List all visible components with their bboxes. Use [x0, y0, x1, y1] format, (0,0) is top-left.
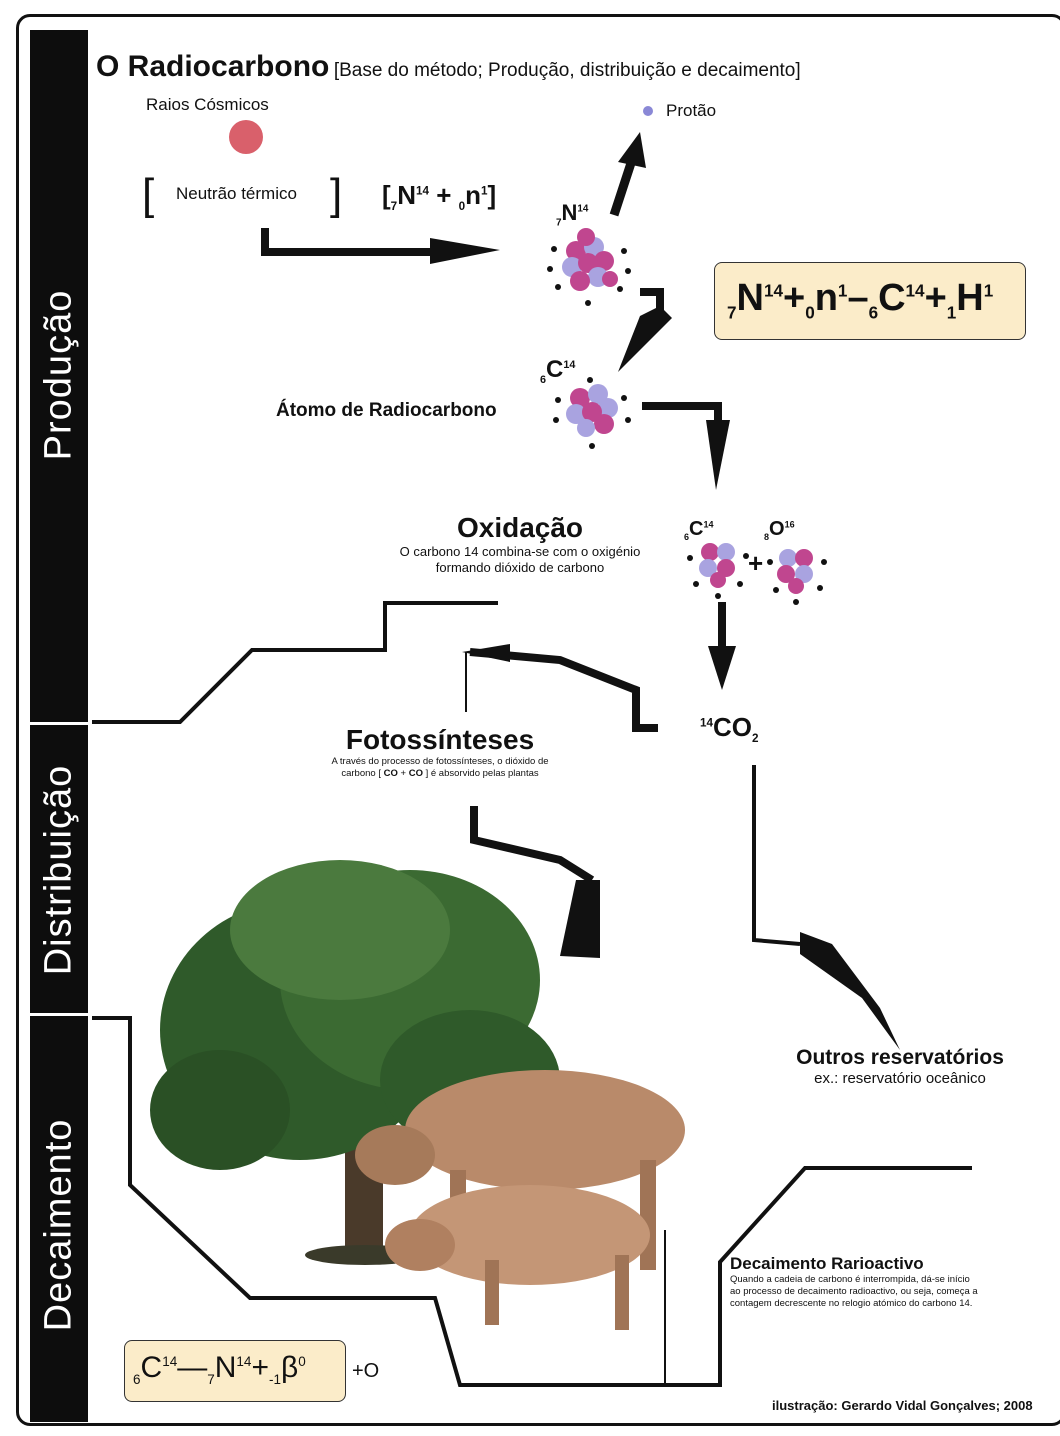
bracket-right: ] — [330, 170, 342, 220]
oxidation-block: Oxidação O carbono 14 combina-se com o o… — [360, 512, 680, 576]
thermal-neutron-label: Neutrão térmico — [176, 184, 297, 204]
c14-oxidation-nucleus — [687, 543, 749, 599]
o16-symbol: 8O16 — [764, 518, 795, 542]
reservoirs-subtitle: ex.: reservatório oceânico — [760, 1070, 1040, 1087]
cosmic-rays-label: Raios Cósmicos — [146, 95, 269, 115]
arrow-to-proton — [614, 132, 646, 215]
arrow-c14-to-oxidation — [642, 406, 730, 490]
photosynthesis-line-2: carbono [ CO + CO ] é absorvido pelas pl… — [290, 768, 590, 780]
arrow-neutron-to-n14 — [265, 228, 500, 264]
decay-equation-box: 6C14—7N14+-1β0 — [124, 1340, 346, 1402]
reservoirs-block: Outros reservatórios ex.: reservatório o… — [760, 1046, 1040, 1087]
c14-oxidation-symbol: 6C14 — [684, 518, 713, 542]
decay-line-2: ao processo de decaimento radioactivo, o… — [730, 1286, 978, 1298]
section-divider-line — [92, 603, 498, 722]
radiocarbon-atom-label: Átomo de Radiocarbono — [276, 400, 497, 422]
credit: ilustração: Gerardo Vidal Gonçalves; 200… — [772, 1398, 1033, 1413]
diagram-title-row: O Radiocarbono [Base do método; Produção… — [96, 50, 801, 84]
co2-label: 14CO2 — [700, 712, 759, 745]
diagram-title: O Radiocarbono — [96, 50, 329, 83]
photosynthesis-line-1: A través do processo de fotossínteses, o… — [290, 756, 590, 768]
diagram-subtitle: [Base do método; Produção, distribuição … — [334, 60, 801, 81]
decay-equation-tail: +O — [352, 1360, 379, 1383]
photosynthesis-block: Fotossínteses A través do processo de fo… — [290, 724, 590, 780]
svg-text:+: + — [748, 548, 763, 578]
decay-title: Decaimento Rarioactivo — [730, 1254, 978, 1274]
decay-equation: 6C14—7N14+-1β0 — [133, 1351, 306, 1387]
reservoirs-title: Outros reservatórios — [760, 1046, 1040, 1070]
oxidation-line-1: O carbono 14 combina-se com o oxigénio — [360, 544, 680, 560]
photosynthesis-title: Fotossínteses — [290, 724, 590, 756]
c14-nucleus — [553, 377, 631, 449]
n14-nucleus — [547, 228, 631, 306]
oxidation-title: Oxidação — [360, 512, 680, 544]
arrow-co2-to-reservoirs — [754, 765, 900, 1050]
proton-label: Protão — [666, 101, 716, 121]
reaction-bracket: [7N14 + 0n1] — [382, 180, 496, 213]
decay-line-3: contagem decrescente no relogio atómico … — [730, 1298, 978, 1310]
decay-block: Decaimento Rarioactivo Quando a cadeia d… — [730, 1254, 978, 1310]
oxidation-line-2: formando dióxido de carbono — [360, 560, 680, 576]
c14-symbol: 6C14 — [540, 356, 575, 386]
o16-nucleus — [767, 549, 827, 605]
bracket-left: [ — [142, 170, 154, 220]
n14-symbol: 7N14 — [556, 200, 588, 228]
cosmic-ray-particle — [229, 120, 263, 154]
production-equation-box: 7N14+0n1–6C14+1H1 — [714, 262, 1026, 340]
arrow-co2-to-photosynthesis — [462, 644, 658, 728]
arrow-n14-to-c14 — [618, 292, 672, 372]
arrow-oxidation-to-co2 — [708, 602, 736, 690]
proton-particle — [643, 106, 653, 116]
decay-line-1: Quando a cadeia de carbono é interrompid… — [730, 1274, 978, 1286]
production-equation: 7N14+0n1–6C14+1H1 — [727, 277, 993, 324]
